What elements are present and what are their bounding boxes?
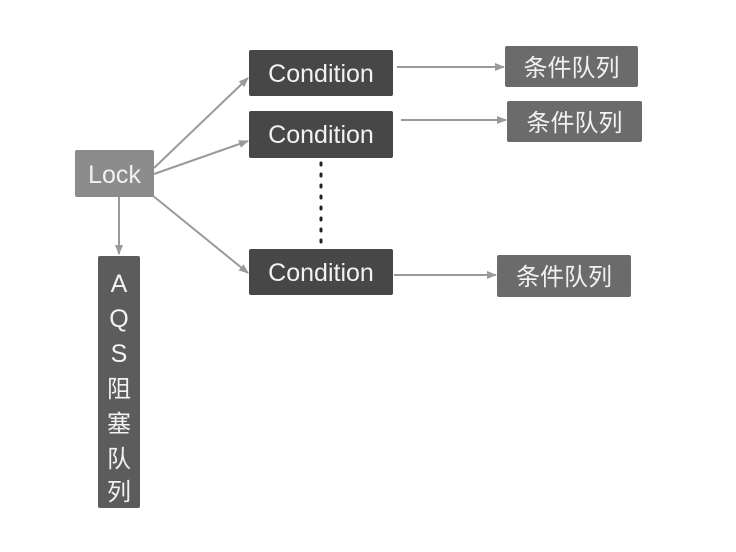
condition-label: Condition — [268, 121, 374, 149]
arrow-lock-to-condition-3 — [151, 194, 249, 274]
aqs-char: A — [111, 270, 128, 298]
condition-queue-node-3: 条件队列 — [497, 255, 631, 297]
arrow-lock-to-condition-2 — [153, 140, 249, 175]
aqs-char: 塞 — [107, 410, 131, 438]
arrow-lock-to-condition-1 — [153, 77, 249, 169]
condition-node-2: Condition — [249, 111, 393, 158]
aqs-char: 阻 — [107, 375, 131, 403]
condition-queue-node-1: 条件队列 — [505, 46, 638, 87]
lock-node: Lock — [75, 150, 154, 197]
aqs-char: S — [111, 340, 128, 368]
queue-label: 条件队列 — [524, 54, 620, 82]
aqs-char: 队 — [107, 445, 131, 473]
queue-label: 条件队列 — [516, 263, 612, 291]
aqs-char: Q — [109, 305, 128, 333]
condition-node-3: Condition — [249, 249, 393, 295]
lock-label: Lock — [88, 161, 141, 189]
aqs-char: 列 — [107, 478, 131, 506]
condition-queue-node-2: 条件队列 — [507, 101, 642, 142]
aqs-blocking-queue-node: A Q S 阻 塞 队 列 — [98, 256, 140, 508]
condition-label: Condition — [268, 259, 374, 287]
condition-label: Condition — [268, 60, 374, 88]
queue-label: 条件队列 — [527, 109, 623, 137]
condition-node-1: Condition — [249, 50, 393, 96]
